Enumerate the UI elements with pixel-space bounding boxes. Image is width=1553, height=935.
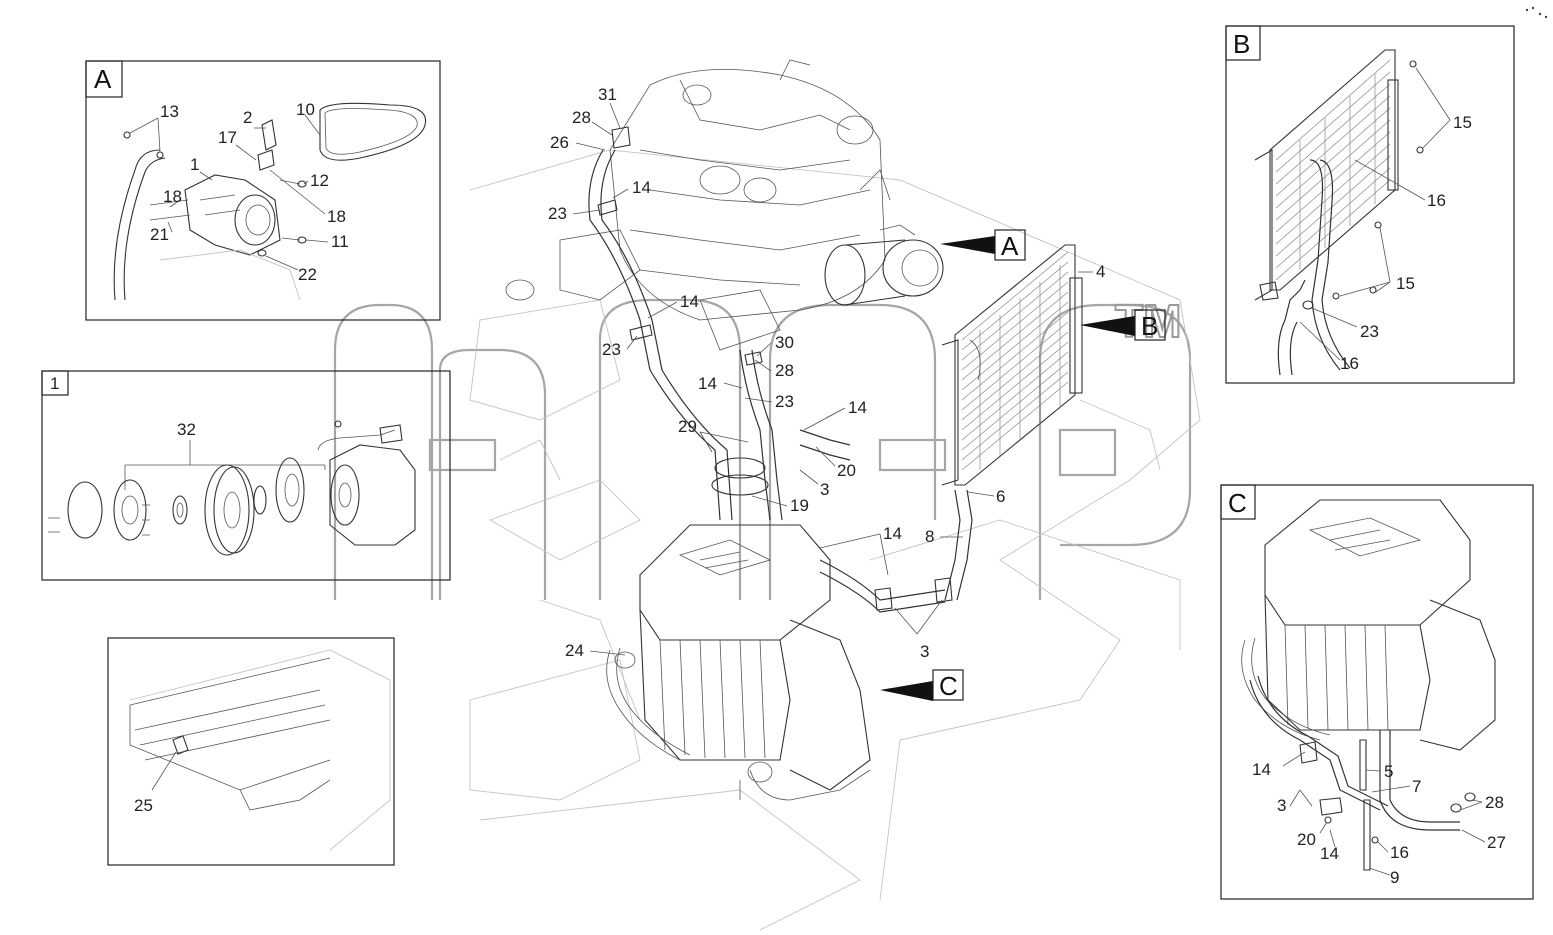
- callout-10: 10: [296, 100, 315, 119]
- detail-pointer-b: B: [1080, 309, 1166, 341]
- hvac-unit-main: [606, 524, 871, 801]
- callout-17: 17: [218, 128, 237, 147]
- engine-block: [505, 59, 891, 351]
- callouts-main: 31 28 26 14 23 14 23 30 28 14 23 29 14 2…: [548, 85, 1105, 661]
- callout-21: 21: [150, 225, 169, 244]
- callout-20-main: 20: [837, 461, 856, 480]
- callout-23-main-b: 23: [602, 340, 621, 359]
- detail-panel-b: B 15 16 15 23 16: [1225, 25, 1515, 384]
- detail-pointer-c: C: [880, 669, 964, 701]
- callout-12: 12: [310, 171, 329, 190]
- callout-31: 31: [598, 85, 617, 104]
- callout-15-b-b: 15: [1396, 274, 1415, 293]
- detail-tag-a-pointer: A: [1001, 231, 1019, 261]
- detail-panel-a: A 13 2 10 17 1 12 18 18: [85, 60, 441, 321]
- callout-25: 25: [134, 796, 153, 815]
- callout-3-main-b: 3: [920, 642, 929, 661]
- hose-routing-main: [588, 126, 973, 613]
- callout-29: 29: [678, 417, 697, 436]
- leader-lines-main: [572, 102, 1093, 656]
- detail-tag-c-pointer: C: [939, 671, 958, 701]
- callout-28-main-b: 28: [775, 361, 794, 380]
- callout-9: 9: [1390, 868, 1399, 887]
- compressor-main: [824, 224, 944, 306]
- callout-26: 26: [550, 133, 569, 152]
- detail-panel-one: 1 32: [41, 370, 451, 581]
- detail-tag-one: 1: [50, 374, 59, 393]
- callout-4: 4: [1096, 262, 1105, 281]
- callout-14-main-c: 14: [698, 374, 717, 393]
- detail-panel-plate: 25: [107, 637, 395, 866]
- callout-28-main: 28: [572, 108, 591, 127]
- callout-5: 5: [1384, 762, 1393, 781]
- callout-14-main-e: 14: [883, 524, 902, 543]
- callout-18-a: 18: [163, 187, 182, 206]
- callout-18-b: 18: [327, 207, 346, 226]
- callout-19: 19: [790, 496, 809, 515]
- detail-tag-c: C: [1228, 488, 1247, 518]
- callout-13: 13: [160, 102, 179, 121]
- detail-tag-b: B: [1233, 29, 1250, 59]
- detail-panel-c: C 14 5 7 3: [1220, 484, 1534, 900]
- callout-3-main-a: 3: [820, 480, 829, 499]
- callout-20-c: 20: [1297, 830, 1316, 849]
- callout-24: 24: [565, 641, 584, 660]
- callout-14-c-b: 14: [1320, 844, 1339, 863]
- corner-marks: [1525, 6, 1548, 19]
- callout-27: 27: [1487, 833, 1506, 852]
- callout-23-b: 23: [1360, 322, 1379, 341]
- callout-2: 2: [243, 108, 252, 127]
- callout-14-main-d: 14: [848, 398, 867, 417]
- detail-tag-b-pointer: B: [1141, 311, 1158, 341]
- callout-28-c: 28: [1485, 793, 1504, 812]
- watermark-logo: [333, 298, 1192, 600]
- callout-3-c: 3: [1277, 796, 1286, 815]
- callout-14-main-a: 14: [632, 178, 651, 197]
- callout-16-b-a: 16: [1427, 191, 1446, 210]
- machine-frame-sketch: [469, 149, 1201, 931]
- condenser-main: [941, 244, 1083, 486]
- callout-14-main-b: 14: [680, 292, 699, 311]
- callout-23-main-c: 23: [775, 392, 794, 411]
- callout-1-a: 1: [190, 155, 199, 174]
- callout-22: 22: [298, 265, 317, 284]
- callout-23-main-a: 23: [548, 204, 567, 223]
- callout-7: 7: [1412, 777, 1421, 796]
- callout-16-c: 16: [1390, 843, 1409, 862]
- detail-pointer-a: A: [940, 229, 1026, 261]
- callout-16-b-b: 16: [1340, 354, 1359, 373]
- callout-14-c-a: 14: [1252, 760, 1271, 779]
- callout-11: 11: [331, 232, 349, 251]
- callout-32: 32: [177, 420, 196, 439]
- detail-tag-a: A: [94, 64, 112, 94]
- callout-15-b-a: 15: [1453, 113, 1472, 132]
- callout-6: 6: [996, 487, 1005, 506]
- callout-8: 8: [925, 527, 934, 546]
- callout-30: 30: [775, 333, 794, 352]
